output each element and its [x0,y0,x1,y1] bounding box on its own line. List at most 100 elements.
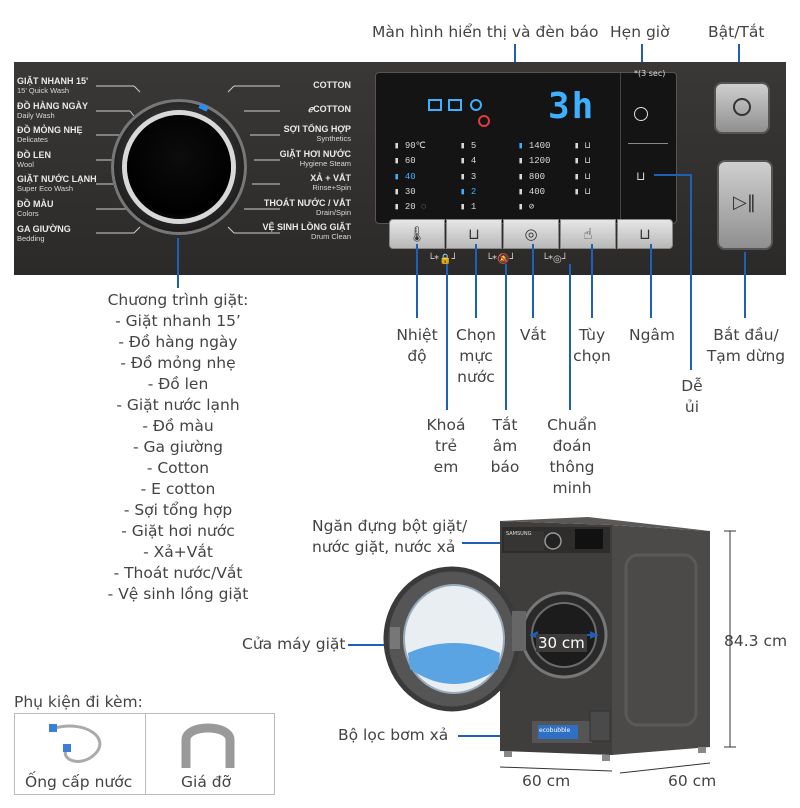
drawer-line [462,542,524,544]
door-line [348,644,390,646]
program-item: - Đồ màu [142,417,214,435]
rinse-column: ▮ 5 ▮ 4 ▮ 3 ▮ 2 ▮ 1 [460,139,476,215]
program-list-title: Chương trình giặt: [107,291,249,309]
temp-90: ▮ 90℃ [394,141,426,151]
no-spin-icon: ▮ ⊘ [518,202,535,213]
program-dial[interactable] [111,99,247,235]
machine-dial [544,532,562,550]
door-water [408,643,500,684]
easy-iron-line-h [654,174,692,176]
water-level-callout: Chọn mực nước [456,326,496,386]
spin-column: ▮ 1400 ▮ 1200 ▮ 800 ▮ 400 ▮ ⊘ [518,139,550,215]
rinse-3: ▮ 3 [460,171,477,182]
program-item: - Cotton [146,459,210,477]
soak-button[interactable]: ⊔ [617,219,673,249]
time-readout: 3h [548,86,596,127]
temperature-column: ▮ 90℃ ▮ 60 ▮ 40 ▮ 30 ▮ 20 ◌ [394,139,426,215]
program-e-cotton: ℯCOTTON [307,104,351,114]
power-icon [733,98,751,116]
detergent-icons [428,99,488,113]
spin-400: ▮ 400 [518,186,546,197]
spin-800: ▮ 800 [518,171,546,182]
timer-button[interactable] [634,107,648,121]
program-item: - Giặt nhanh 15’ [115,312,241,330]
start-pause-button[interactable]: ▷‖ [717,160,773,250]
filter-door [589,710,611,742]
spin-line [532,244,534,318]
option-2: ▮ ⊔ [574,156,591,167]
child-lock-line [446,264,448,410]
program-item: - Xả+Vắt [143,543,213,561]
mute-line [505,264,507,410]
program-item: - Giặt nước lạnh [116,396,240,414]
timer-underline [628,143,668,144]
door-hinge [512,611,526,651]
water-hose-icon [49,724,102,763]
spin-button[interactable]: ◎ [503,219,559,249]
easy-iron-icon[interactable]: ⊔ [636,169,646,183]
spin-callout: Vắt [519,326,547,344]
power-label: Bật/Tắt [708,23,765,41]
door-callout: Cửa máy giặt [242,635,346,653]
rinse-4: ▮ 4 [460,156,477,167]
spin-icon [470,99,482,111]
dial-knob[interactable] [127,115,231,219]
width-label: 60 cm [522,772,571,790]
start-callout: Bắt đầu/ Tạm dừng [706,326,786,365]
option-4: ▮ ⊔ [574,186,591,197]
accessories-title: Phụ kiện đi kèm: [14,693,143,711]
water-level-button[interactable]: ⊔ [446,219,502,249]
eco-icon: ℯ [307,104,314,114]
smart-check-callout: Chuẩn đoán thông minh [547,416,597,497]
start-line [744,252,746,318]
program-item: - Giặt hơi nước [121,522,235,540]
option-callout: Tùy chọn [573,326,611,365]
easy-iron-line-v [690,174,692,370]
machine-top [500,517,710,531]
machine-drawer [504,531,544,551]
program-cotton: COTTON [313,80,351,90]
option-line [591,244,593,318]
temp-60: ▮ 60 [394,156,416,167]
accessory-hose: Ống cấp nước [25,773,133,791]
program-quick-wash: GIẶT NHANH 15'15' Quick Wash [17,76,89,95]
rinse-5: ▮ 5 [460,141,477,151]
power-button[interactable] [714,82,770,134]
washing-machine [383,517,736,774]
program-item: - Đồ len [147,375,209,393]
mute-callout: Tắt âm báo [490,416,520,476]
door-handle [390,627,400,649]
option-button[interactable]: ☝ [560,219,616,249]
hand-icon: ☝ [583,225,593,243]
machine-side [612,525,710,755]
depth-label: 60 cm [668,772,717,790]
soak-callout: Ngâm [628,326,676,344]
program-item: - Thoát nước/Vắt [113,564,243,582]
program-item: - Đồ hàng ngày [118,333,238,351]
control-panel: GIẶT NHANH 15'15' Quick Wash ĐỒ HÀNG NGÀ… [14,62,786,275]
bracket-icon [181,723,235,768]
spin-1400: ▮ 1400 [518,141,551,151]
play-pause-icon: ▷‖ [733,192,756,213]
program-item: - Vệ sinh lồng giặt [107,585,249,603]
dial-callout-line [177,238,179,288]
display-bracket-stem [514,44,516,77]
machine-display [575,529,603,549]
smart-check-mark: └*◎┘ [542,254,568,265]
program-item: - E cotton [140,480,216,498]
option-3: ▮ ⊔ [574,171,591,182]
width-dim-line [499,766,613,772]
child-lock-callout: Khoá trẻ em [426,416,466,476]
drawer-callout: Ngăn đựng bột giặt/ nước giặt, nước xả [312,517,468,556]
timer-callout-line [641,44,643,66]
soak-icon: ⊔ [639,225,651,243]
rinse-1: ▮ 1 [460,202,477,213]
